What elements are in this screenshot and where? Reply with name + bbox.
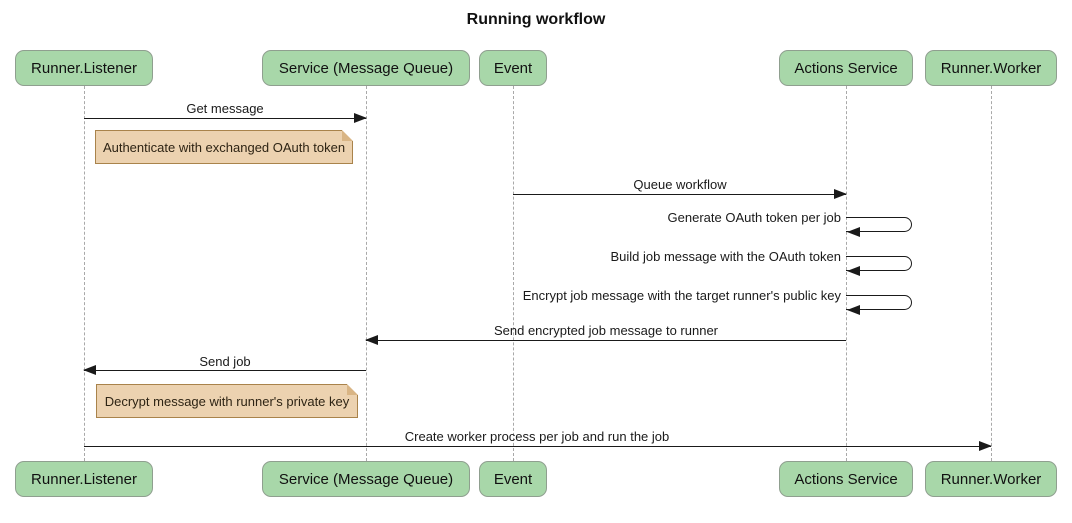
message-label-queue-workflow: Queue workflow — [633, 177, 727, 192]
message-label-build-job-message: Build job message with the OAuth token — [610, 249, 841, 264]
lifeline-event — [513, 86, 514, 461]
message-label-send-job: Send job — [199, 354, 251, 369]
message-label-get-message: Get message — [186, 101, 264, 116]
lifeline-runner-worker — [991, 86, 992, 461]
message-label-create-worker-process: Create worker process per job and run th… — [404, 429, 670, 444]
message-arrow-get-message — [84, 113, 367, 123]
message-label-send-encrypted-job: Send encrypted job message to runner — [493, 323, 719, 338]
self-loop-encrypt-job-message — [846, 295, 912, 315]
diagram-title: Running workflow — [466, 11, 606, 28]
participant-top-runner-worker: Runner.Worker — [925, 50, 1057, 86]
participant-bottom-service-message-queue: Service (Message Queue) — [262, 461, 470, 497]
note-authenticate-oauth: Authenticate with exchanged OAuth token — [95, 130, 353, 164]
message-label-generate-oauth-token: Generate OAuth token per job — [667, 210, 841, 225]
participant-bottom-runner-worker: Runner.Worker — [925, 461, 1057, 497]
lifeline-actions-service — [846, 86, 847, 461]
participant-top-runner-listener: Runner.Listener — [15, 50, 153, 86]
participant-top-actions-service: Actions Service — [779, 50, 913, 86]
participant-bottom-event: Event — [479, 461, 547, 497]
message-arrow-create-worker-process — [84, 441, 992, 451]
self-loop-generate-oauth-token — [846, 217, 912, 237]
lifeline-runner-listener — [84, 86, 85, 461]
message-label-encrypt-job-message: Encrypt job message with the target runn… — [522, 288, 841, 303]
self-loop-build-job-message — [846, 256, 912, 276]
participant-bottom-runner-listener: Runner.Listener — [15, 461, 153, 497]
participant-top-service-message-queue: Service (Message Queue) — [262, 50, 470, 86]
lifeline-service-message-queue — [366, 86, 367, 461]
note-decrypt-message: Decrypt message with runner's private ke… — [96, 384, 358, 418]
participant-top-event: Event — [479, 50, 547, 86]
message-arrow-send-encrypted-job — [365, 335, 846, 345]
message-arrow-queue-workflow — [513, 189, 847, 199]
message-arrow-send-job — [83, 365, 366, 375]
participant-bottom-actions-service: Actions Service — [779, 461, 913, 497]
